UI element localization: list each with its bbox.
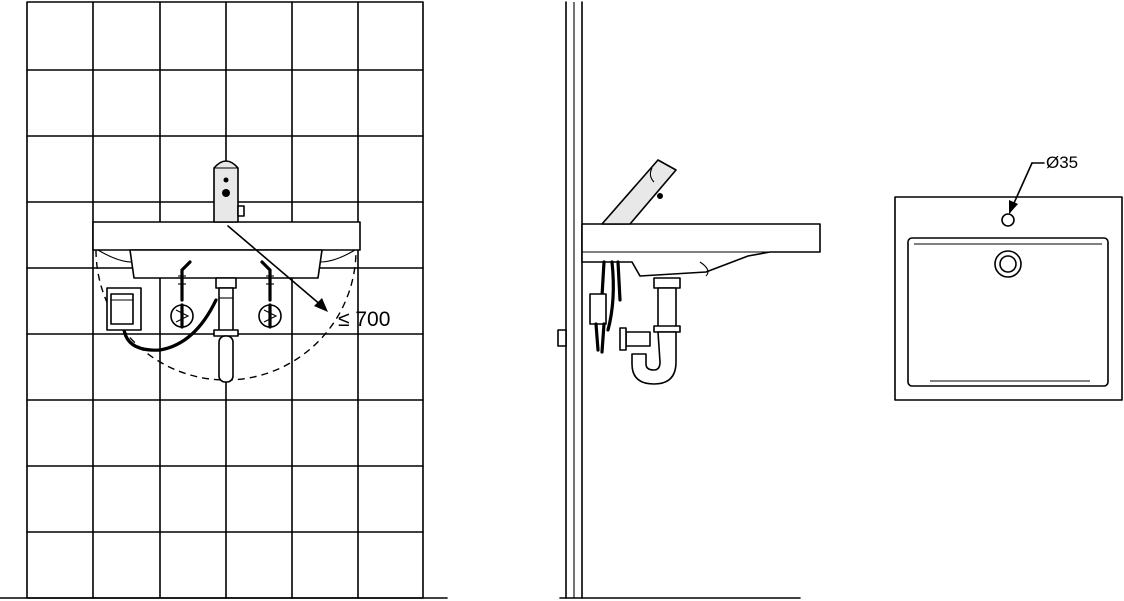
hole-diameter-label: Ø35 bbox=[1046, 153, 1078, 172]
top-view: Ø35 bbox=[894, 153, 1123, 401]
side-view bbox=[557, 1, 821, 599]
power-cable-front bbox=[122, 298, 218, 352]
reach-dimension-line bbox=[227, 225, 323, 307]
tile-wall bbox=[26, 1, 424, 599]
angle-valve-left bbox=[170, 260, 194, 329]
basin-outline-top bbox=[894, 196, 1123, 401]
drain-inner-icon bbox=[999, 255, 1017, 273]
drain-trap-front bbox=[213, 277, 239, 383]
arrowhead-icon bbox=[314, 298, 328, 312]
front-view: ≤ 700 bbox=[0, 1, 448, 599]
leader-arrowhead-icon bbox=[1009, 200, 1018, 214]
hoses-side bbox=[589, 260, 622, 354]
power-supply-box-icon bbox=[106, 287, 142, 331]
angle-valve-right bbox=[258, 260, 282, 329]
sensor-tap-side bbox=[601, 159, 677, 225]
sensor-eye-icon bbox=[223, 177, 229, 183]
drain-outer-icon bbox=[994, 250, 1022, 278]
drain-trap-side bbox=[619, 277, 681, 385]
washbasin-side bbox=[581, 223, 821, 277]
sensor-tap-front bbox=[213, 160, 245, 223]
reach-dimension-label: ≤ 700 bbox=[338, 308, 390, 331]
side-wall bbox=[557, 1, 583, 599]
tap-hole-icon bbox=[1001, 213, 1015, 227]
bowl-outline-top bbox=[907, 237, 1109, 387]
washbasin-front bbox=[92, 221, 361, 279]
